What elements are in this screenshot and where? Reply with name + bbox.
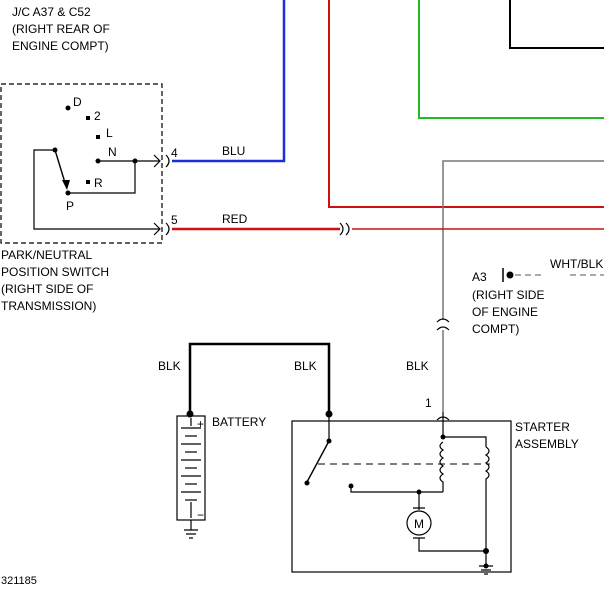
a3-line-1: (RIGHT SIDE bbox=[472, 288, 544, 302]
wire-red-label: RED bbox=[222, 212, 248, 226]
pos-p-label: P bbox=[66, 199, 74, 213]
pns-box bbox=[0, 83, 163, 244]
pns-inner-wire-n bbox=[68, 160, 160, 194]
pull-in-coil bbox=[439, 441, 445, 492]
wire-top-black bbox=[509, 0, 604, 49]
battery-plus: + bbox=[197, 417, 204, 431]
jc-line-2: (RIGHT REAR OF bbox=[12, 22, 110, 36]
wire-gray bbox=[442, 160, 604, 320]
battery-label: BATTERY bbox=[212, 415, 266, 429]
wire-blu bbox=[172, 0, 286, 163]
wire-blk-label-c: BLK bbox=[406, 359, 429, 373]
starter-ground bbox=[479, 551, 493, 575]
pns-line-1: PARK/NEUTRAL bbox=[1, 248, 92, 262]
gray-inline-connector bbox=[436, 318, 450, 331]
motor-return bbox=[418, 538, 486, 552]
jc-line-3: ENGINE COMPT) bbox=[12, 39, 109, 53]
motor-circle bbox=[406, 510, 432, 536]
motor-feed bbox=[350, 486, 443, 510]
pos-2-label: 2 bbox=[94, 109, 101, 123]
a3-line-2: OF ENGINE bbox=[472, 305, 538, 319]
motor-feed-dot-left bbox=[348, 483, 354, 489]
coil-wire-top bbox=[443, 436, 487, 447]
starter-line-2: ASSEMBLY bbox=[515, 437, 579, 451]
wire-green bbox=[418, 0, 604, 119]
wire-blk-main bbox=[188, 342, 331, 412]
wire-blk-label-a: BLK bbox=[158, 359, 181, 373]
pos-d-dot bbox=[65, 105, 71, 111]
pns-line-4: TRANSMISSION) bbox=[1, 299, 96, 313]
starter-ground-dot bbox=[483, 563, 489, 569]
motor-feed-dot-right bbox=[416, 489, 422, 495]
s-terminal-lead bbox=[436, 412, 450, 437]
pns-arm-arrow bbox=[62, 180, 70, 190]
starter-line-1: STARTER bbox=[515, 420, 570, 434]
wire-wht-label: WHT/BLK bbox=[550, 257, 603, 271]
pin-5-label: 5 bbox=[171, 213, 178, 227]
red-inline-connector bbox=[339, 222, 350, 236]
pns-p-dot bbox=[65, 190, 71, 196]
pin-5-connector bbox=[153, 222, 170, 236]
solenoid-contact-arm bbox=[306, 440, 330, 483]
wire-blu-label: BLU bbox=[222, 144, 245, 158]
pos-l-dot bbox=[96, 135, 100, 139]
jc-line-1: J/C A37 & C52 bbox=[12, 5, 91, 19]
battery-minus: − bbox=[197, 508, 204, 522]
starter-box bbox=[291, 420, 512, 573]
battery-ground bbox=[184, 520, 198, 539]
pns-line-3: (RIGHT SIDE OF bbox=[1, 282, 93, 296]
motor-label: M bbox=[414, 517, 424, 531]
pos-2-dot bbox=[86, 116, 90, 120]
solenoid-contact-bottom bbox=[304, 480, 310, 486]
pos-l-label: L bbox=[106, 126, 113, 140]
pos-n-label: N bbox=[108, 145, 117, 159]
a3-label: A3 bbox=[472, 270, 487, 284]
wire-blk-label-b: BLK bbox=[294, 359, 317, 373]
pns-junction-n bbox=[132, 158, 138, 164]
pos-r-dot bbox=[86, 180, 90, 184]
wire-red-upper bbox=[328, 0, 604, 208]
figure-id: 321185 bbox=[1, 575, 37, 587]
pos-r-label: R bbox=[94, 176, 103, 190]
pin-1-label: 1 bbox=[425, 396, 432, 410]
battery-cells bbox=[181, 418, 201, 518]
pns-line-2: POSITION SWITCH bbox=[1, 265, 109, 279]
pin-4-connector bbox=[153, 154, 170, 168]
a3-line-3: COMPT) bbox=[472, 322, 519, 336]
pns-inner-wire-p bbox=[33, 149, 160, 230]
a3-ground-dot bbox=[506, 271, 514, 279]
starter-bat-dot bbox=[325, 410, 333, 418]
pin-4-label: 4 bbox=[171, 146, 178, 160]
hold-in-coil bbox=[484, 446, 490, 551]
pos-d-label: D bbox=[73, 95, 82, 109]
